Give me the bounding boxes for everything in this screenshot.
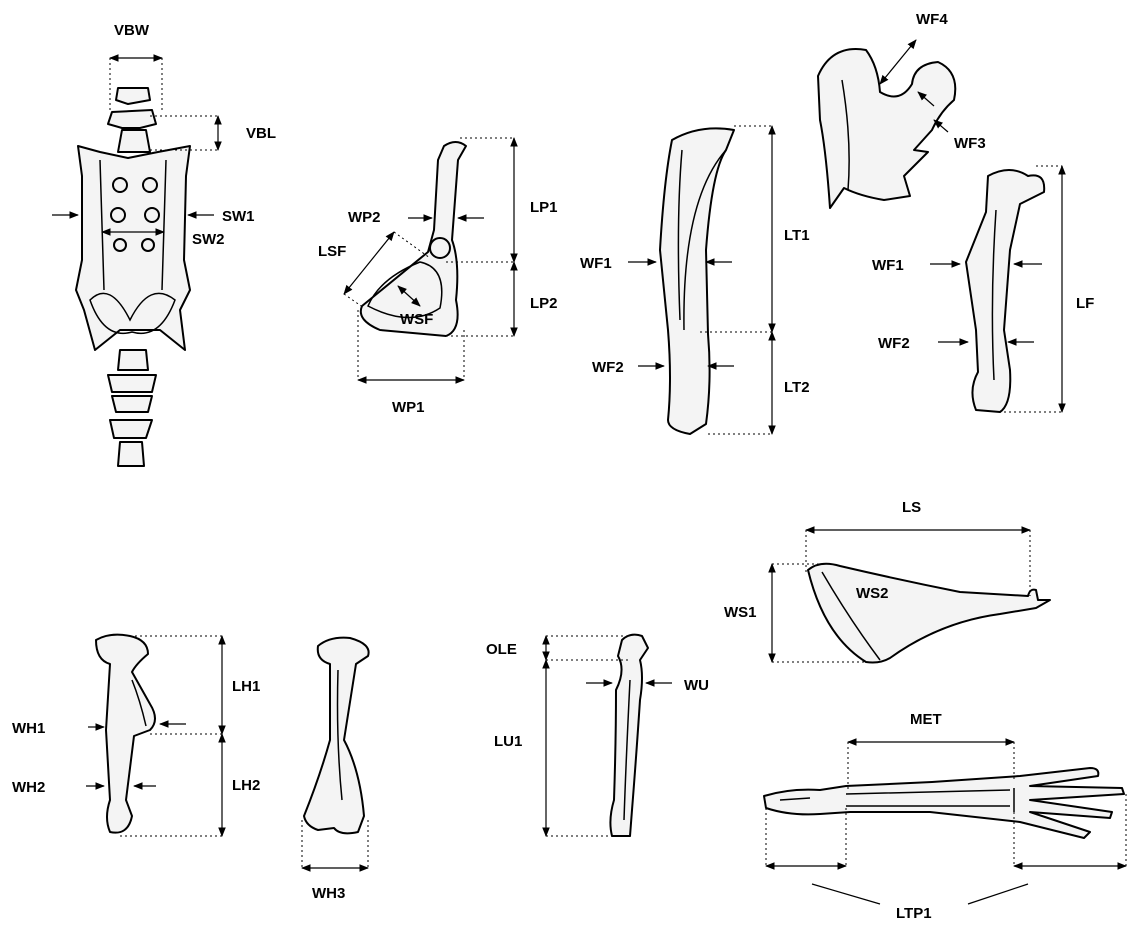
label-ltp1: LTP1	[896, 905, 932, 922]
label-wsf: WSF	[400, 311, 433, 328]
label-wh2: WH2	[12, 779, 45, 796]
ulna-drawing	[610, 635, 648, 836]
label-wu: WU	[684, 677, 709, 694]
label-ws2: WS2	[856, 585, 889, 602]
label-lsf: LSF	[318, 243, 346, 260]
pelvis-vertebrae-drawing	[76, 88, 190, 466]
label-ws1: WS1	[724, 604, 757, 621]
label-lh2: LH2	[232, 777, 260, 794]
label-wh3: WH3	[312, 885, 345, 902]
label-tibia-wf1: WF1	[580, 255, 612, 272]
innominate-bone-drawing	[361, 142, 466, 336]
label-tibia-wf2: WF2	[592, 359, 624, 376]
wf4-dimension-line	[880, 40, 916, 84]
label-sw2: SW2	[192, 231, 225, 248]
humerus-side-drawing	[96, 635, 155, 833]
label-lt1: LT1	[784, 227, 810, 244]
label-lh1: LH1	[232, 678, 260, 695]
label-lt2: LT2	[784, 379, 810, 396]
label-ole: OLE	[486, 641, 517, 658]
label-sw1: SW1	[222, 208, 255, 225]
label-ls: LS	[902, 499, 921, 516]
label-wp2: WP2	[348, 209, 381, 226]
label-lf: LF	[1076, 295, 1094, 312]
femur-head-detail-drawing	[818, 49, 955, 208]
label-wp1: WP1	[392, 399, 425, 416]
label-femur-wf1: WF1	[872, 257, 904, 274]
label-vbw: VBW	[114, 22, 150, 39]
label-femur-wf2: WF2	[878, 335, 910, 352]
label-wf4: WF4	[916, 11, 948, 28]
label-met: MET	[910, 711, 942, 728]
label-lp2: LP2	[530, 295, 558, 312]
label-lu1: LU1	[494, 733, 522, 750]
label-vbl: VBL	[246, 125, 276, 142]
tibia-fibula-drawing	[660, 128, 734, 434]
label-wh1: WH1	[12, 720, 45, 737]
humerus-front-drawing	[304, 638, 369, 834]
scapula-drawing	[808, 564, 1050, 663]
hind-foot-drawing	[764, 768, 1124, 838]
femur-drawing	[966, 170, 1044, 412]
label-lp1: LP1	[530, 199, 558, 216]
label-wf3: WF3	[954, 135, 986, 152]
